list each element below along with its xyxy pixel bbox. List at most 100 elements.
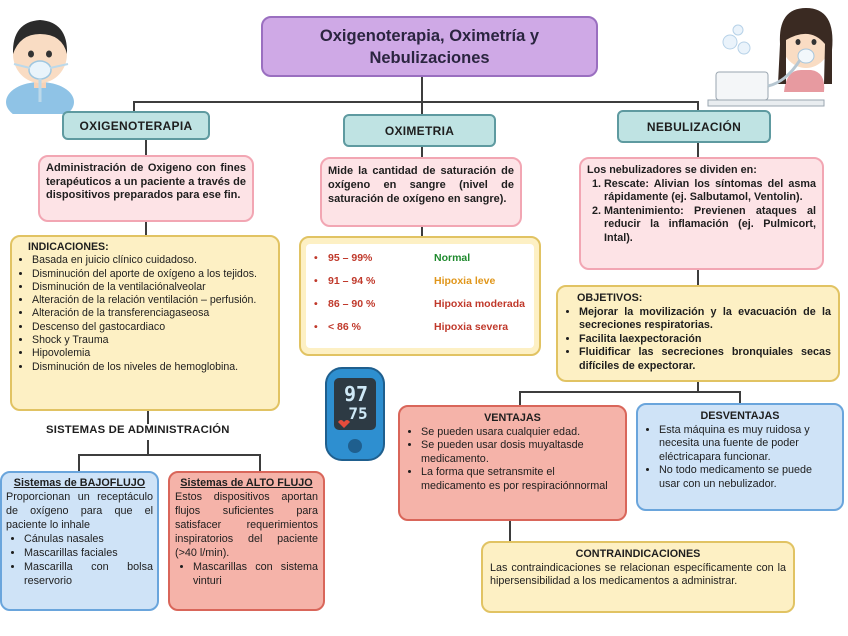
list-item: Mantenimiento: Previenen ataques al redu… bbox=[604, 205, 816, 246]
connector bbox=[421, 225, 423, 237]
ventajas-list: Se pueden usara cualquier edad. Se puede… bbox=[407, 426, 618, 494]
saturation-range: 95 – 99% bbox=[328, 252, 373, 264]
list-item: Alteración de la transferenciagaseosa bbox=[32, 307, 272, 320]
list-item: Cánulas nasales bbox=[24, 532, 153, 546]
oxigenoterapia-definition-text: Administración de Oxigeno con fines tera… bbox=[46, 162, 246, 201]
connector bbox=[133, 101, 699, 103]
bajo-flujo-box: Sistemas de BAJOFLUJO Proporcionan un re… bbox=[0, 471, 159, 611]
desventajas-box: DESVENTAJAS Esta máquina es muy ruidosa … bbox=[636, 403, 844, 511]
list-item: Basada en juicio clínico cuidadoso. bbox=[32, 254, 272, 267]
list-item: Mascarillas faciales bbox=[24, 546, 153, 560]
oxigenoterapia-header-label: OXIGENOTERAPIA bbox=[79, 118, 193, 133]
desventajas-list: Esta máquina es muy ruidosa y necesita u… bbox=[645, 424, 835, 492]
connector bbox=[145, 220, 147, 237]
saturation-range: < 86 % bbox=[328, 321, 361, 333]
nebulizacion-header: NEBULIZACIÓN bbox=[617, 110, 771, 143]
list-item: Esta máquina es muy ruidosa y necesita u… bbox=[659, 424, 835, 465]
alto-flujo-list: Mascarillas con sistema vinturi bbox=[175, 560, 318, 588]
nebulizadores-types-box: Los nebulizadores se dividen en: Rescate… bbox=[579, 157, 824, 270]
oximeter-reading-bottom: 75 bbox=[348, 404, 368, 423]
objetivos-box: OBJETIVOS: Mejorar la movilización y la … bbox=[556, 285, 840, 382]
alto-flujo-title: Sistemas de ALTO FLUJO bbox=[180, 477, 313, 489]
bullet-dot: • bbox=[314, 275, 318, 287]
list-item: Disminución de la ventilaciónalveolar bbox=[32, 281, 272, 294]
saturation-label: Hipoxia moderada bbox=[434, 298, 526, 310]
list-item: Alteración de la relación ventilación – … bbox=[32, 294, 272, 307]
connector bbox=[697, 269, 699, 286]
list-item: Disminución de los niveles de hemoglobin… bbox=[32, 361, 272, 374]
connector bbox=[78, 454, 80, 472]
connector bbox=[519, 391, 521, 407]
connector bbox=[697, 101, 699, 113]
list-item: Descenso del gastocardiaco bbox=[32, 321, 272, 334]
list-item: La forma que setransmite el medicamento … bbox=[421, 466, 618, 493]
oximetria-definition-text: Mide la cantidad de saturación de oxígen… bbox=[328, 165, 514, 205]
list-item: Facilita laexpectoración bbox=[579, 333, 831, 347]
bajo-flujo-text: Proporcionan un receptáculo de oxígeno p… bbox=[6, 491, 153, 531]
ventajas-box: VENTAJAS Se pueden usara cualquier edad.… bbox=[398, 405, 627, 521]
connector bbox=[697, 381, 699, 392]
bajo-flujo-list: Cánulas nasales Mascarillas faciales Mas… bbox=[6, 532, 153, 588]
indicaciones-list: Basada en juicio clínico cuidadoso. Dism… bbox=[18, 254, 272, 374]
saturation-range: 86 – 90 % bbox=[328, 298, 376, 310]
oxigenoterapia-header: OXIGENOTERAPIA bbox=[62, 111, 210, 140]
list-item: Mascarillas con sistema vinturi bbox=[193, 560, 318, 588]
list-item: No todo medicamento se puede usar con un… bbox=[659, 464, 835, 491]
contraindicaciones-text: Las contraindicaciones se relacionan esp… bbox=[490, 561, 786, 588]
saturation-label: Hipoxia severa bbox=[434, 321, 509, 333]
oximeter-reading-top: 97 bbox=[343, 382, 369, 406]
bullet-dot: • bbox=[314, 298, 318, 310]
nebulizadores-types-list: Rescate: Alivian los síntomas del asma r… bbox=[587, 178, 816, 246]
connector bbox=[259, 454, 261, 472]
bullet-dot: • bbox=[314, 321, 318, 333]
bajo-flujo-title: Sistemas de BAJOFLUJO bbox=[13, 477, 146, 489]
list-item: Se pueden usar dosis muyaltasde medicame… bbox=[421, 439, 618, 466]
list-item: Se pueden usara cualquier edad. bbox=[421, 426, 618, 440]
saturation-range: 91 – 94 % bbox=[328, 275, 376, 287]
main-title-text: Oxigenoterapia, Oximetría y Nebulizacion… bbox=[319, 26, 540, 67]
connector bbox=[78, 454, 260, 456]
list-item: Mascarilla con bolsa reservorio bbox=[24, 560, 153, 588]
objetivos-title: OBJETIVOS: bbox=[577, 292, 643, 304]
oximetria-definition: Mide la cantidad de saturación de oxígen… bbox=[320, 157, 522, 227]
saturation-label: Hipoxia leve bbox=[434, 275, 496, 287]
connector bbox=[739, 391, 741, 405]
oxigenoterapia-definition: Administración de Oxigeno con fines tera… bbox=[38, 155, 254, 222]
contraindicaciones-title: CONTRAINDICACIONES bbox=[575, 548, 701, 560]
saturation-row: • 86 – 90 % Hipoxia moderada bbox=[314, 294, 528, 314]
nebulizadores-intro: Los nebulizadores se dividen en: bbox=[587, 164, 757, 176]
oximetria-header: OXIMETRIA bbox=[343, 114, 496, 147]
list-item: Shock y Trauma bbox=[32, 334, 272, 347]
ventajas-title: VENTAJAS bbox=[484, 412, 541, 424]
contraindicaciones-box: CONTRAINDICACIONES Las contraindicacione… bbox=[481, 541, 795, 613]
connector bbox=[145, 138, 147, 158]
list-item: Mejorar la movilización y la evacuación … bbox=[579, 306, 831, 333]
connector bbox=[509, 520, 511, 541]
alto-flujo-box: Sistemas de ALTO FLUJO Estos dispositivo… bbox=[168, 471, 325, 611]
pulse-oximeter-illustration: 97 75 bbox=[322, 364, 388, 464]
main-title: Oxigenoterapia, Oximetría y Nebulizacion… bbox=[261, 16, 598, 77]
saturation-label: Normal bbox=[434, 252, 471, 264]
indicaciones-box: INDICACIONES: Basada en juicio clínico c… bbox=[10, 235, 280, 411]
connector bbox=[133, 101, 135, 113]
indicaciones-title: INDICACIONES: bbox=[28, 241, 109, 253]
saturation-row: • 95 – 99% Normal bbox=[314, 248, 528, 268]
list-item: Rescate: Alivian los síntomas del asma r… bbox=[604, 178, 816, 205]
connector bbox=[519, 391, 740, 393]
connector bbox=[421, 145, 423, 159]
nebulizer-girl-illustration bbox=[706, 0, 846, 112]
oximetria-header-label: OXIMETRIA bbox=[384, 123, 455, 138]
bullet-dot: • bbox=[314, 252, 318, 264]
sistemas-title-text: SISTEMAS DE ADMINISTRACIÓN bbox=[46, 424, 230, 436]
saturation-ranges-box: • 95 – 99% Normal • 91 – 94 % Hipoxia le… bbox=[299, 236, 541, 356]
connector bbox=[421, 76, 423, 104]
nebulizacion-header-label: NEBULIZACIÓN bbox=[646, 119, 742, 134]
patient-oxygen-illustration bbox=[0, 4, 82, 122]
saturation-row: • 91 – 94 % Hipoxia leve bbox=[314, 271, 528, 291]
saturation-ranges-panel: • 95 – 99% Normal • 91 – 94 % Hipoxia le… bbox=[306, 244, 534, 348]
list-item: Fluidificar las secreciones bronquiales … bbox=[579, 346, 831, 373]
sistemas-title: SISTEMAS DE ADMINISTRACIÓN bbox=[46, 424, 256, 440]
list-item: Hipovolemia bbox=[32, 347, 272, 360]
objetivos-list: Mejorar la movilización y la evacuación … bbox=[565, 306, 831, 374]
desventajas-title: DESVENTAJAS bbox=[700, 410, 780, 422]
